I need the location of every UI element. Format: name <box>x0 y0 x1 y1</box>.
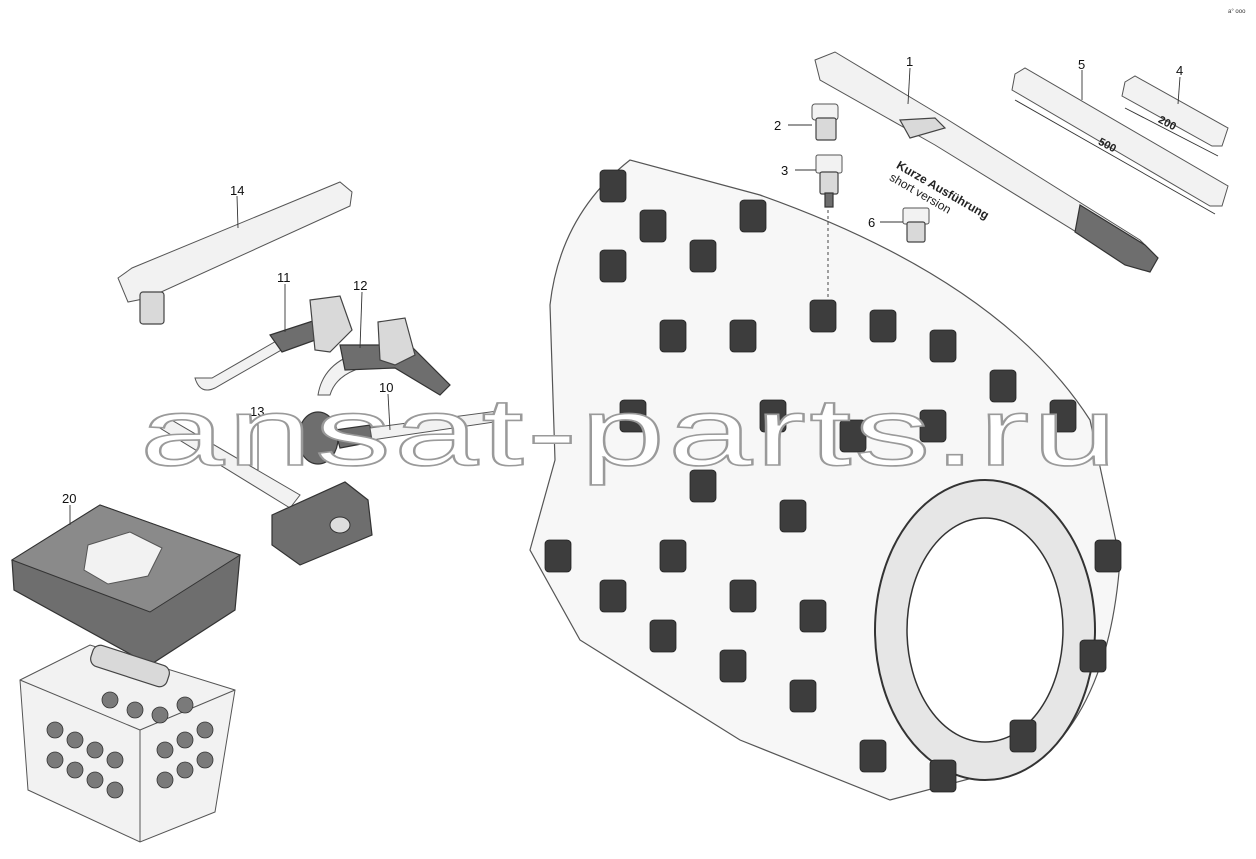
callout-14: 14 <box>230 183 244 198</box>
callout-6: 6 <box>868 215 875 230</box>
cutter-drum <box>529 159 1122 801</box>
callout-20: 20 <box>62 491 76 506</box>
tool-mat-20 <box>10 504 242 666</box>
callout-11: 11 <box>277 270 291 285</box>
puller-tool-11 <box>194 295 353 391</box>
puller-tool-12 <box>317 317 451 396</box>
extension-bar-500 <box>1011 67 1229 215</box>
callout-10: 10 <box>379 380 393 395</box>
callout-2: 2 <box>774 118 781 133</box>
leader-lines <box>69 67 1181 525</box>
socket-short-6 <box>902 207 930 243</box>
socket-adapter-3 <box>815 154 843 208</box>
puller-tool-10 <box>297 409 509 465</box>
callout-3: 3 <box>781 163 788 178</box>
box-of-picks <box>19 644 236 843</box>
torque-wrench <box>814 51 1159 273</box>
callout-4: 4 <box>1176 63 1183 78</box>
callout-12: 12 <box>353 278 367 293</box>
socket-insert-2 <box>811 103 839 141</box>
corner-mark: a° ooo <box>1228 9 1246 15</box>
hammer-13 <box>153 417 373 566</box>
callout-5: 5 <box>1078 57 1085 72</box>
callout-1: 1 <box>906 54 913 69</box>
callout-13: 13 <box>250 404 264 419</box>
watermark: ansat-parts.ru <box>140 379 1120 486</box>
extraction-bar-14 <box>117 181 353 325</box>
extension-bar-200 <box>1121 75 1229 157</box>
